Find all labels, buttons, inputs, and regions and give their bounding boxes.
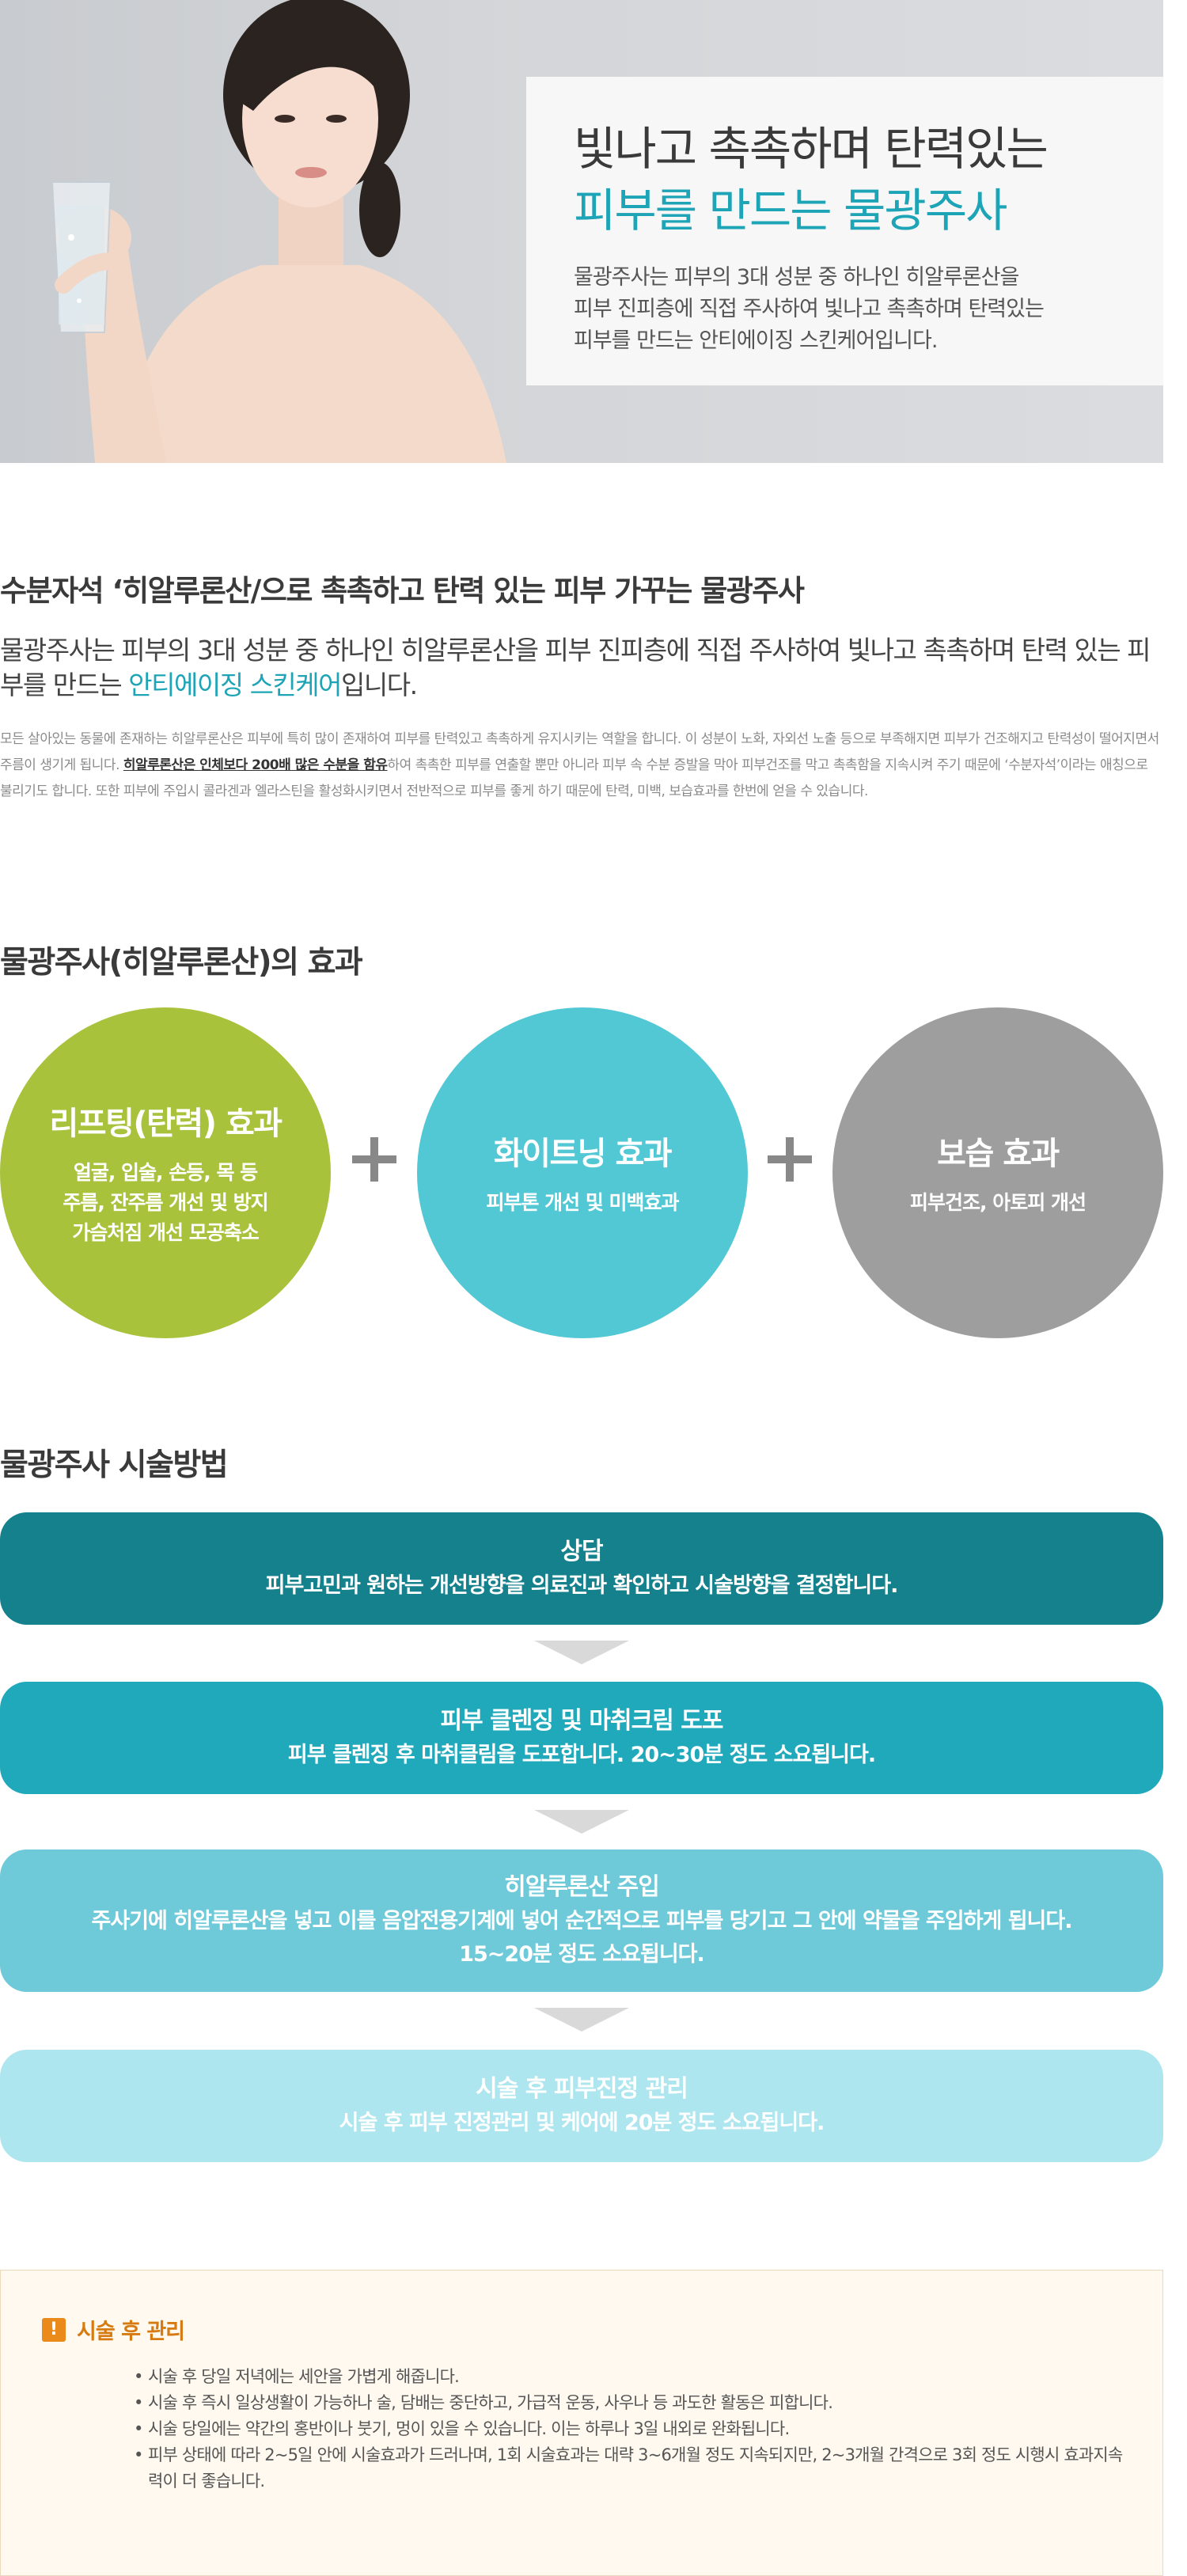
step-desc: 주사기에 히알루론산을 넣고 이를 음압전용기계에 넣어 순간적으로 피부를 당… <box>91 1909 1073 1967</box>
step-desc: 피부고민과 원하는 개선방향을 의료진과 확인하고 시술방향을 결정합니다. <box>265 1573 899 1598</box>
hero-banner: 빛나고 촉촉하며 탄력있는 피부를 만드는 물광주사 물광주사는 피부의 3대 … <box>0 0 1163 463</box>
intro-body-highlight: 히알루론산은 인체보다 200배 많은 수분을 함유 <box>123 757 388 773</box>
effect-lifting: 리프팅(탄력) 효과 얼굴, 입술, 손등, 목 등 주름, 잔주름 개선 및 … <box>0 1007 331 1338</box>
method-title: 물광주사 시술방법 <box>0 1447 229 1483</box>
intro-lead-accent: 안티에이징 스킨케어 <box>128 670 342 700</box>
step-title: 피부 클렌징 및 마취크림 도포 <box>440 1707 724 1735</box>
list-item: 시술 후 당일 저녁에는 세안을 가볍게 해줍니다. <box>134 2364 1123 2390</box>
list-item: 시술 후 즉시 일상생활이 가능하나 술, 담배는 중단하고, 가급적 운동, … <box>134 2390 1123 2416</box>
effect-whitening: 화이트닝 효과 피부톤 개선 및 미백효과 <box>417 1007 748 1338</box>
effects-title: 물광주사(히알루론산)의 효과 <box>0 945 363 981</box>
intro-body-after: 하여 촉촉한 피부를 연출할 뿐만 아니라 피부 속 수분 증발을 막아 피부건… <box>0 757 1148 799</box>
list-item: 피부 상태에 따라 2~5일 안에 시술효과가 드러나며, 1회 시술효과는 대… <box>134 2442 1123 2494</box>
step-title: 시술 후 피부진정 관리 <box>476 2075 688 2103</box>
effect-moisture: 보습 효과 피부건조, 아토피 개선 <box>832 1007 1163 1338</box>
aftercare-header: ! 시술 후 관리 <box>42 2314 185 2345</box>
down-arrow-icon <box>534 2008 629 2032</box>
method-step-consult: 상담 피부고민과 원하는 개선방향을 의료진과 확인하고 시술방향을 결정합니다… <box>0 1512 1163 1625</box>
intro-lead: 물광주사는 피부의 3대 성분 중 하나인 히알루론산을 피부 진피층에 직접 … <box>0 633 1163 703</box>
step-title: 히알루론산 주입 <box>504 1873 660 1901</box>
plus-icon <box>768 1137 812 1182</box>
step-title: 상담 <box>560 1538 603 1565</box>
step-desc: 피부 클렌징 후 마취클림을 도포합니다. 20~30분 정도 소요됩니다. <box>287 1743 876 1767</box>
down-arrow-icon <box>534 1810 629 1834</box>
aftercare-box: ! 시술 후 관리 시술 후 당일 저녁에는 세안을 가볍게 해줍니다. 시술 … <box>0 2270 1163 2576</box>
alert-icon: ! <box>42 2317 66 2342</box>
method-step-soothing: 시술 후 피부진정 관리 시술 후 피부 진정관리 및 케어에 20분 정도 소… <box>0 2050 1163 2162</box>
plus-icon <box>352 1137 396 1182</box>
intro-lead-before: 물광주사는 피부의 3대 성분 중 하나인 히알루론산을 피부 진피층에 직접 … <box>0 635 1151 700</box>
effect-lifting-title: 리프팅(탄력) 효과 <box>49 1106 283 1142</box>
effect-whitening-desc: 피부톤 개선 및 미백효과 <box>486 1191 679 1214</box>
effect-moisture-desc: 피부건조, 아토피 개선 <box>910 1191 1087 1214</box>
method-step-cleansing: 피부 클렌징 및 마취크림 도포 피부 클렌징 후 마취클림을 도포합니다. 2… <box>0 1682 1163 1794</box>
hero-title-line1: 빛나고 촉촉하며 탄력있는 <box>574 122 1049 176</box>
down-arrow-icon <box>534 1641 629 1664</box>
hero-title-line2: 피부를 만드는 물광주사 <box>574 184 1007 237</box>
aftercare-title: 시술 후 관리 <box>77 2320 185 2344</box>
step-desc: 시술 후 피부 진정관리 및 케어에 20분 정도 소요됩니다. <box>339 2111 825 2135</box>
effect-lifting-desc: 얼굴, 입술, 손등, 목 등 주름, 잔주름 개선 및 방지 가슴처짐 개선 … <box>63 1161 268 1244</box>
intro-body: 모든 살아있는 동물에 존재하는 히알루론산은 피부에 특히 많이 존재하여 피… <box>0 727 1163 805</box>
intro-heading: 수분자석 ‘히알루론산/으로 촉촉하고 탄력 있는 피부 가꾸는 물광주사 <box>0 574 805 608</box>
aftercare-list: 시술 후 당일 저녁에는 세안을 가볍게 해줍니다. 시술 후 즉시 일상생활이… <box>134 2364 1123 2494</box>
hero-description: 물광주사는 피부의 3대 성분 중 하나인 히알루론산을 피부 진피층에 직접 … <box>574 265 1045 353</box>
hero-text-box: 빛나고 촉촉하며 탄력있는 피부를 만드는 물광주사 물광주사는 피부의 3대 … <box>526 77 1163 385</box>
intro-lead-after: 입니다. <box>341 670 418 700</box>
effect-moisture-title: 보습 효과 <box>937 1136 1060 1172</box>
model-illustration <box>51 0 506 463</box>
effect-whitening-title: 화이트닝 효과 <box>493 1136 673 1172</box>
intro-body-before: 모든 살아있는 동물에 존재하는 히알루론산은 피부에 특히 많이 존재하여 피… <box>0 731 1159 773</box>
method-step-injection: 히알루론산 주입 주사기에 히알루론산을 넣고 이를 음압전용기계에 넣어 순간… <box>0 1849 1163 1992</box>
list-item: 시술 당일에는 약간의 홍반이나 붓기, 멍이 있을 수 있습니다. 이는 하루… <box>134 2416 1123 2442</box>
